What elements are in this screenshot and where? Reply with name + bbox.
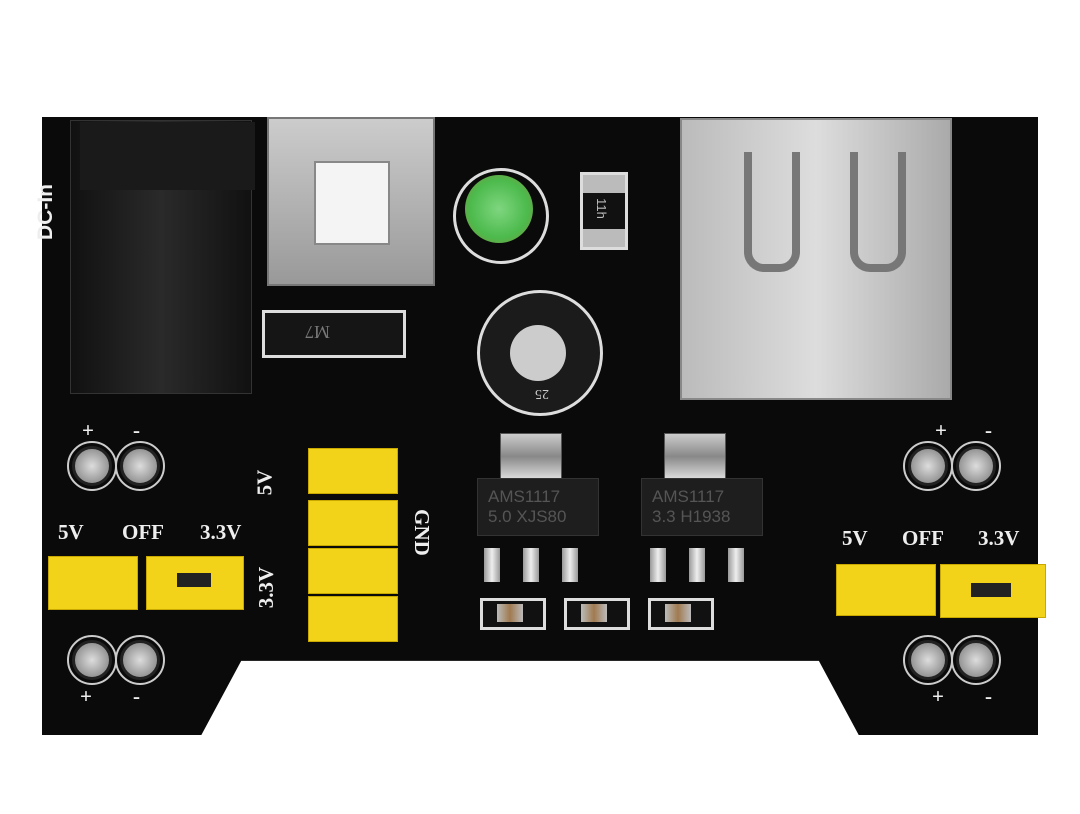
header-gnd-label: GND	[409, 509, 434, 556]
plus-label: +	[82, 418, 94, 442]
left-off-label: OFF	[122, 520, 164, 544]
screw-terminal	[115, 635, 165, 685]
screw-terminal	[67, 635, 117, 685]
regulator-tab	[664, 433, 726, 480]
regulator-leg	[523, 548, 539, 582]
header-jumper[interactable]	[308, 448, 398, 494]
minus-label: -	[133, 418, 140, 442]
screw-terminal	[115, 441, 165, 491]
header-5v-label: 5V	[252, 469, 277, 496]
capacitor-top	[510, 325, 566, 381]
screw-terminal	[951, 441, 1001, 491]
usb-port[interactable]	[680, 118, 952, 400]
right-off-label: OFF	[902, 526, 944, 550]
capacitor-marking: 25	[535, 386, 549, 401]
right-jumper-cap[interactable]	[940, 564, 1046, 618]
resistor-marking: 11h	[593, 198, 609, 219]
regulator-tab	[500, 433, 562, 480]
jumper-slot	[971, 583, 1011, 597]
screw-terminal	[903, 635, 953, 685]
minus-label: -	[985, 418, 992, 442]
regulator-leg	[689, 548, 705, 582]
regulator-3v3-line1: AMS1117	[652, 487, 725, 506]
screw-terminal	[67, 441, 117, 491]
dc-jack-top	[80, 122, 255, 190]
resistor: 11h	[580, 172, 628, 250]
screw-terminal	[903, 441, 953, 491]
smd-capacitor	[564, 598, 630, 630]
screw-terminal	[951, 635, 1001, 685]
right-3v3-label: 3.3V	[978, 526, 1020, 550]
usb-tab	[744, 152, 800, 272]
regulator-5v: AMS1117 5.0 XJS80	[477, 478, 599, 536]
left-jumper-header[interactable]	[48, 556, 138, 610]
minus-label: -	[985, 684, 992, 708]
header-3v3-label: 3.3V	[254, 566, 279, 609]
left-3v3-label: 3.3V	[200, 520, 242, 544]
smd-capacitor	[480, 598, 546, 630]
jumper-slot	[177, 573, 211, 587]
regulator-leg	[562, 548, 578, 582]
switch-button[interactable]	[314, 161, 390, 245]
regulator-5v-line1: AMS1117	[488, 487, 561, 506]
right-jumper-header[interactable]	[836, 564, 936, 616]
power-led	[465, 175, 533, 243]
dc-in-label: DC-In	[34, 184, 57, 240]
regulator-5v-line2: 5.0 XJS80	[488, 507, 567, 526]
header-jumper[interactable]	[308, 548, 398, 594]
led-outline	[453, 168, 549, 264]
usb-tab	[850, 152, 906, 272]
regulator-3v3: AMS1117 3.3 H1938	[641, 478, 763, 536]
plus-label: +	[935, 418, 947, 442]
diode: M7	[262, 310, 406, 358]
left-jumper-cap[interactable]	[146, 556, 244, 610]
capacitor: 25	[477, 290, 603, 416]
plus-label: +	[932, 684, 944, 708]
regulator-3v3-line2: 3.3 H1938	[652, 507, 731, 526]
minus-label: -	[133, 684, 140, 708]
header-jumper[interactable]	[308, 500, 398, 546]
header-jumper[interactable]	[308, 596, 398, 642]
plus-label: +	[80, 684, 92, 708]
regulator-leg	[728, 548, 744, 582]
regulator-leg	[650, 548, 666, 582]
left-5v-label: 5V	[58, 520, 84, 544]
regulator-leg	[484, 548, 500, 582]
diode-marking: M7	[305, 322, 331, 342]
smd-capacitor	[648, 598, 714, 630]
right-5v-label: 5V	[842, 526, 868, 550]
power-switch[interactable]	[267, 117, 435, 286]
